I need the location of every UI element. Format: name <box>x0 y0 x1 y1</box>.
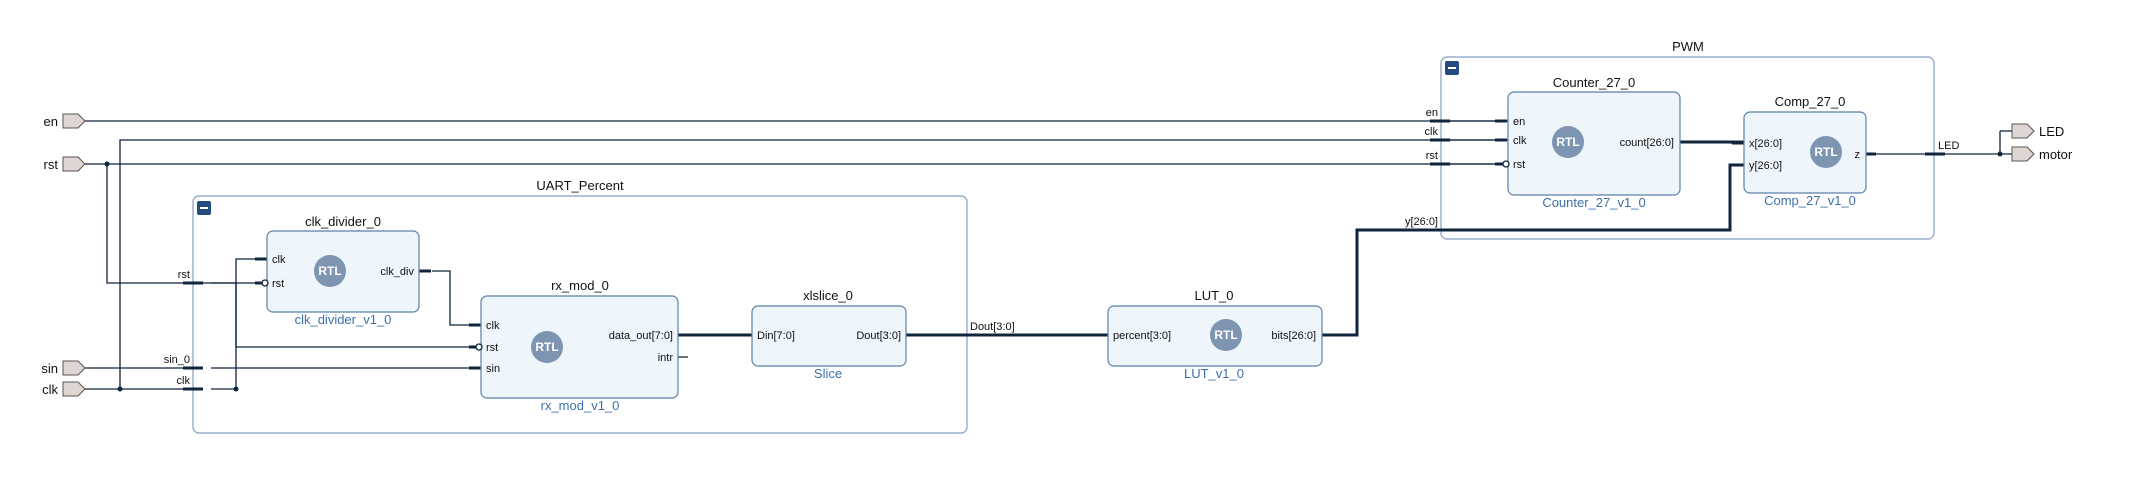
pwm-pin-y-label: y[26:0] <box>1405 216 1438 228</box>
block-instance-name: Counter_27_0 <box>1553 75 1635 90</box>
rtl-badge: RTL <box>1810 136 1842 168</box>
external-port-rst[interactable]: rst <box>44 156 86 172</box>
external-port-motor[interactable]: motor <box>2011 146 2073 162</box>
port-clk: clk <box>272 254 286 266</box>
block-clk-divider[interactable]: clk_divider_0 clk rst clk_div RTL clk_di… <box>261 214 420 327</box>
hierarchy-pin-labels: rst sin_0 clk en clk rst y[26:0] LED Dou… <box>164 107 1960 387</box>
block-instance-name: LUT_0 <box>1194 288 1233 303</box>
output-port-icon <box>2011 123 2035 139</box>
svg-text:RTL: RTL <box>1214 328 1237 342</box>
port-data-out: data_out[7:0] <box>609 330 673 342</box>
external-port-en[interactable]: en <box>44 113 86 129</box>
minus-icon <box>200 207 208 209</box>
port-x: x[26:0] <box>1749 138 1782 150</box>
block-counter[interactable]: Counter_27_0 en clk rst count[26:0] RTL … <box>1502 75 1681 210</box>
port-rst: rst <box>1513 159 1525 171</box>
block-module-name: Comp_27_v1_0 <box>1764 193 1856 208</box>
port-din: Din[7:0] <box>757 330 795 342</box>
port-rst: rst <box>486 342 498 354</box>
external-port-sin[interactable]: sin <box>41 360 86 376</box>
input-port-icon <box>62 113 86 129</box>
svg-text:RTL: RTL <box>1556 135 1579 149</box>
port-label: LED <box>2039 124 2064 139</box>
port-clk: clk <box>486 320 500 332</box>
port-intr: intr <box>658 352 674 364</box>
block-frame <box>1507 91 1681 196</box>
block-frame <box>1743 111 1867 194</box>
port-label: motor <box>2039 147 2073 162</box>
block-module-name: rx_mod_v1_0 <box>541 398 620 413</box>
active-low-marker <box>261 279 269 287</box>
port-label: sin <box>41 361 58 376</box>
block-frame <box>480 295 679 399</box>
wires <box>85 120 2012 390</box>
output-port-icon <box>2011 146 2035 162</box>
block-module-name: Counter_27_v1_0 <box>1542 195 1645 210</box>
minus-icon <box>1448 67 1456 69</box>
rtl-badge: RTL <box>531 331 563 363</box>
port-label: clk <box>42 382 58 397</box>
port-percent: percent[3:0] <box>1113 330 1171 342</box>
pwm-pin-rst-label: rst <box>1426 150 1438 162</box>
collapse-pwm-button[interactable] <box>1445 61 1459 75</box>
junctions <box>104 151 2003 392</box>
port-count: count[26:0] <box>1620 137 1674 149</box>
net-dout-label: Dout[3:0] <box>970 321 1015 333</box>
pwm-pin-en-label: en <box>1426 107 1438 119</box>
input-port-icon <box>62 156 86 172</box>
external-port-led[interactable]: LED <box>2011 123 2064 139</box>
port-label: en <box>44 114 58 129</box>
block-module-name: LUT_v1_0 <box>1184 366 1244 381</box>
port-sin: sin <box>486 363 500 375</box>
rtl-badge: RTL <box>1210 319 1242 351</box>
active-low-marker <box>475 343 483 351</box>
block-module-name: clk_divider_v1_0 <box>295 312 392 327</box>
block-instance-name: Comp_27_0 <box>1775 94 1846 109</box>
block-instance-name: rx_mod_0 <box>551 278 609 293</box>
hierarchy-uart-title: UART_Percent <box>536 178 624 193</box>
pwm-pin-clk-label: clk <box>1425 126 1439 138</box>
active-low-marker <box>1502 160 1510 168</box>
block-comp[interactable]: Comp_27_0 x[26:0] y[26:0] z RTL Comp_27_… <box>1743 94 1867 208</box>
rtl-badge: RTL <box>1552 126 1584 158</box>
svg-text:RTL: RTL <box>1814 145 1837 159</box>
input-port-icon <box>62 381 86 397</box>
uart-pin-sin-label: sin_0 <box>164 354 190 366</box>
block-frame <box>751 305 907 367</box>
hierarchy-pwm-title: PWM <box>1672 39 1704 54</box>
port-bits: bits[26:0] <box>1271 330 1316 342</box>
uart-pin-clk-label: clk <box>177 375 191 387</box>
block-instance-name: clk_divider_0 <box>305 214 381 229</box>
pwm-pin-led-label: LED <box>1938 140 1959 152</box>
port-dout: Dout[3:0] <box>856 330 901 342</box>
block-module-name: Slice <box>814 366 842 381</box>
svg-text:RTL: RTL <box>535 340 558 354</box>
input-port-icon <box>62 360 86 376</box>
port-y: y[26:0] <box>1749 160 1782 172</box>
block-rx-mod[interactable]: rx_mod_0 clk rst sin data_out[7:0] intr … <box>475 278 679 413</box>
port-label: rst <box>44 157 59 172</box>
port-rst: rst <box>272 278 284 290</box>
block-instance-name: xlslice_0 <box>803 288 853 303</box>
svg-text:RTL: RTL <box>318 264 341 278</box>
collapse-uart-button[interactable] <box>197 201 211 215</box>
uart-pin-rst-label: rst <box>178 269 190 281</box>
external-port-clk[interactable]: clk <box>42 381 86 397</box>
port-clk: clk <box>1513 135 1527 147</box>
rtl-badge: RTL <box>314 255 346 287</box>
port-z: z <box>1855 149 1861 161</box>
block-xlslice[interactable]: xlslice_0 Din[7:0] Dout[3:0] Slice <box>751 288 907 381</box>
block-lut[interactable]: LUT_0 percent[3:0] bits[26:0] RTL LUT_v1… <box>1107 288 1323 381</box>
port-clk-div: clk_div <box>380 266 414 278</box>
port-en: en <box>1513 116 1525 128</box>
